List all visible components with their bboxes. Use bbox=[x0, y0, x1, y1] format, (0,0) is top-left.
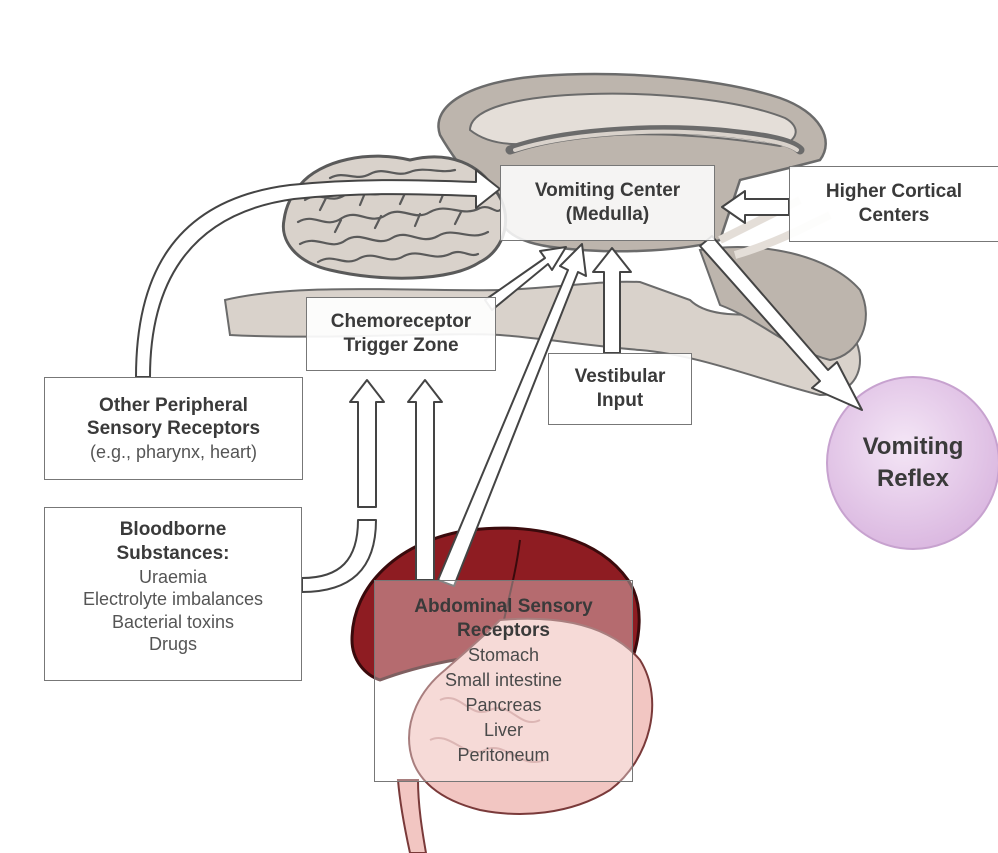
cerebellum bbox=[283, 156, 505, 278]
other-peripheral-line1: Other Peripheral bbox=[99, 394, 248, 418]
vomiting-center-subtitle: (Medulla) bbox=[566, 203, 649, 227]
other-peripheral-examples: (e.g., pharynx, heart) bbox=[90, 441, 257, 464]
vomiting-center-box: Vomiting Center (Medulla) bbox=[500, 165, 715, 241]
higher-cortical-line2: Centers bbox=[859, 204, 930, 228]
other-peripheral-line2: Sensory Receptors bbox=[87, 417, 260, 441]
ctz-line2: Trigger Zone bbox=[343, 334, 458, 358]
bloodborne-line2: Substances: bbox=[117, 542, 230, 566]
abdominal-line1: Abdominal Sensory bbox=[414, 595, 592, 619]
bloodborne-item: Bacterial toxins bbox=[112, 611, 234, 634]
ctz-line1: Chemoreceptor bbox=[331, 310, 471, 334]
bloodborne-line1: Bloodborne bbox=[120, 518, 227, 542]
higher-cortical-line1: Higher Cortical bbox=[826, 180, 962, 204]
abdominal-item: Liver bbox=[484, 718, 523, 743]
bloodborne-substances-box: Bloodborne Substances: Uraemia Electroly… bbox=[44, 507, 302, 681]
abdominal-line2: Receptors bbox=[457, 619, 550, 643]
arrow-bloodborne-curve bbox=[302, 520, 376, 592]
abdominal-item: Pancreas bbox=[465, 693, 541, 718]
abdominal-sensory-receptors-box: Abdominal Sensory Receptors Stomach Smal… bbox=[374, 580, 633, 782]
abdominal-item: Peritoneum bbox=[457, 743, 549, 768]
higher-cortical-centers-box: Higher Cortical Centers bbox=[789, 166, 998, 242]
vestibular-input-box: Vestibular Input bbox=[548, 353, 692, 425]
vestibular-line1: Vestibular bbox=[575, 365, 666, 389]
abdominal-item: Small intestine bbox=[445, 668, 562, 693]
arrow-blood-to-ctz-1 bbox=[350, 380, 384, 507]
bloodborne-item: Drugs bbox=[149, 633, 197, 656]
bloodborne-item: Uraemia bbox=[139, 566, 207, 589]
vestibular-line2: Input bbox=[597, 389, 643, 413]
bloodborne-item: Electrolyte imbalances bbox=[83, 588, 263, 611]
chemoreceptor-trigger-zone-box: Chemoreceptor Trigger Zone bbox=[306, 297, 496, 371]
abdominal-item: Stomach bbox=[468, 643, 539, 668]
other-peripheral-receptors-box: Other Peripheral Sensory Receptors (e.g.… bbox=[44, 377, 303, 480]
vomiting-center-title: Vomiting Center bbox=[535, 179, 680, 203]
